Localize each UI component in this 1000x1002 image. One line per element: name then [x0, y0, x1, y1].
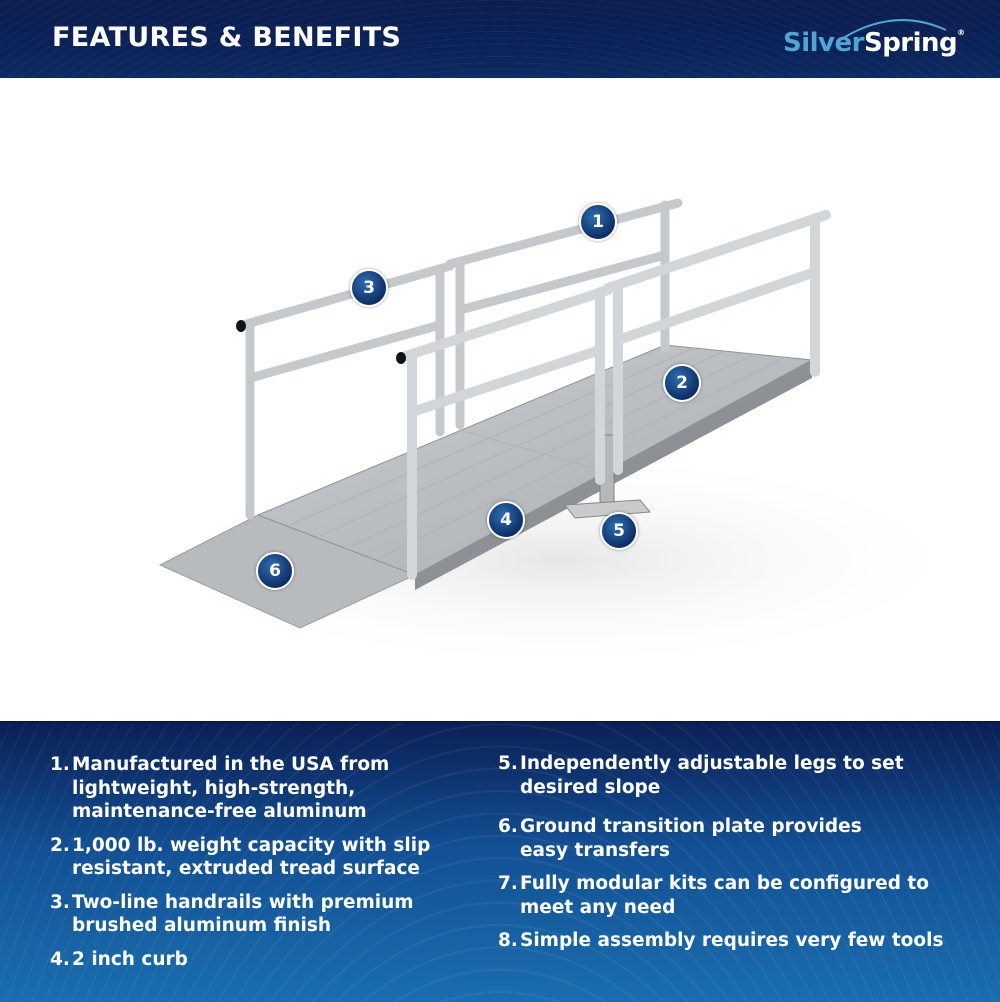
callout-marker-6: 6 [256, 552, 294, 590]
feature-item: 5.Independently adjustable legs to set d… [498, 753, 904, 798]
callout-marker-5: 5 [600, 512, 638, 550]
features-column-left: 1.Manufactured in the USA from lightweig… [50, 753, 490, 981]
feature-item: 4.2 inch curb [50, 948, 188, 970]
features-panel: 1.Manufactured in the USA from lightweig… [0, 721, 1000, 1002]
feature-item: 1.Manufactured in the USA from lightweig… [50, 754, 390, 822]
callout-marker-4: 4 [487, 501, 525, 539]
ramp-product-image: 1 2 3 4 5 6 [0, 78, 1000, 721]
logo-arc-icon [839, 19, 947, 41]
callout-marker-1: 1 [579, 203, 617, 241]
header-banner: FEATURES & BENEFITS SilverSpring® [0, 0, 1000, 78]
feature-item: 8.Simple assembly requires very few tool… [498, 930, 944, 951]
silverspring-logo: SilverSpring® [783, 28, 965, 58]
feature-item: 7.Fully modular kits can be configured t… [498, 873, 929, 918]
feature-item: 3.Two-line handrails with premium brushe… [50, 891, 414, 937]
feature-item: 2.1,000 lb. weight capacity with slip re… [50, 834, 431, 880]
page-title: FEATURES & BENEFITS [52, 22, 402, 53]
ramp-illustration [140, 198, 980, 670]
callout-marker-3: 3 [350, 269, 388, 307]
features-column-right: 5.Independently adjustable legs to set d… [498, 752, 968, 963]
feature-item: 6.Ground transition plate provides easy … [498, 816, 862, 861]
callout-marker-2: 2 [663, 364, 701, 402]
